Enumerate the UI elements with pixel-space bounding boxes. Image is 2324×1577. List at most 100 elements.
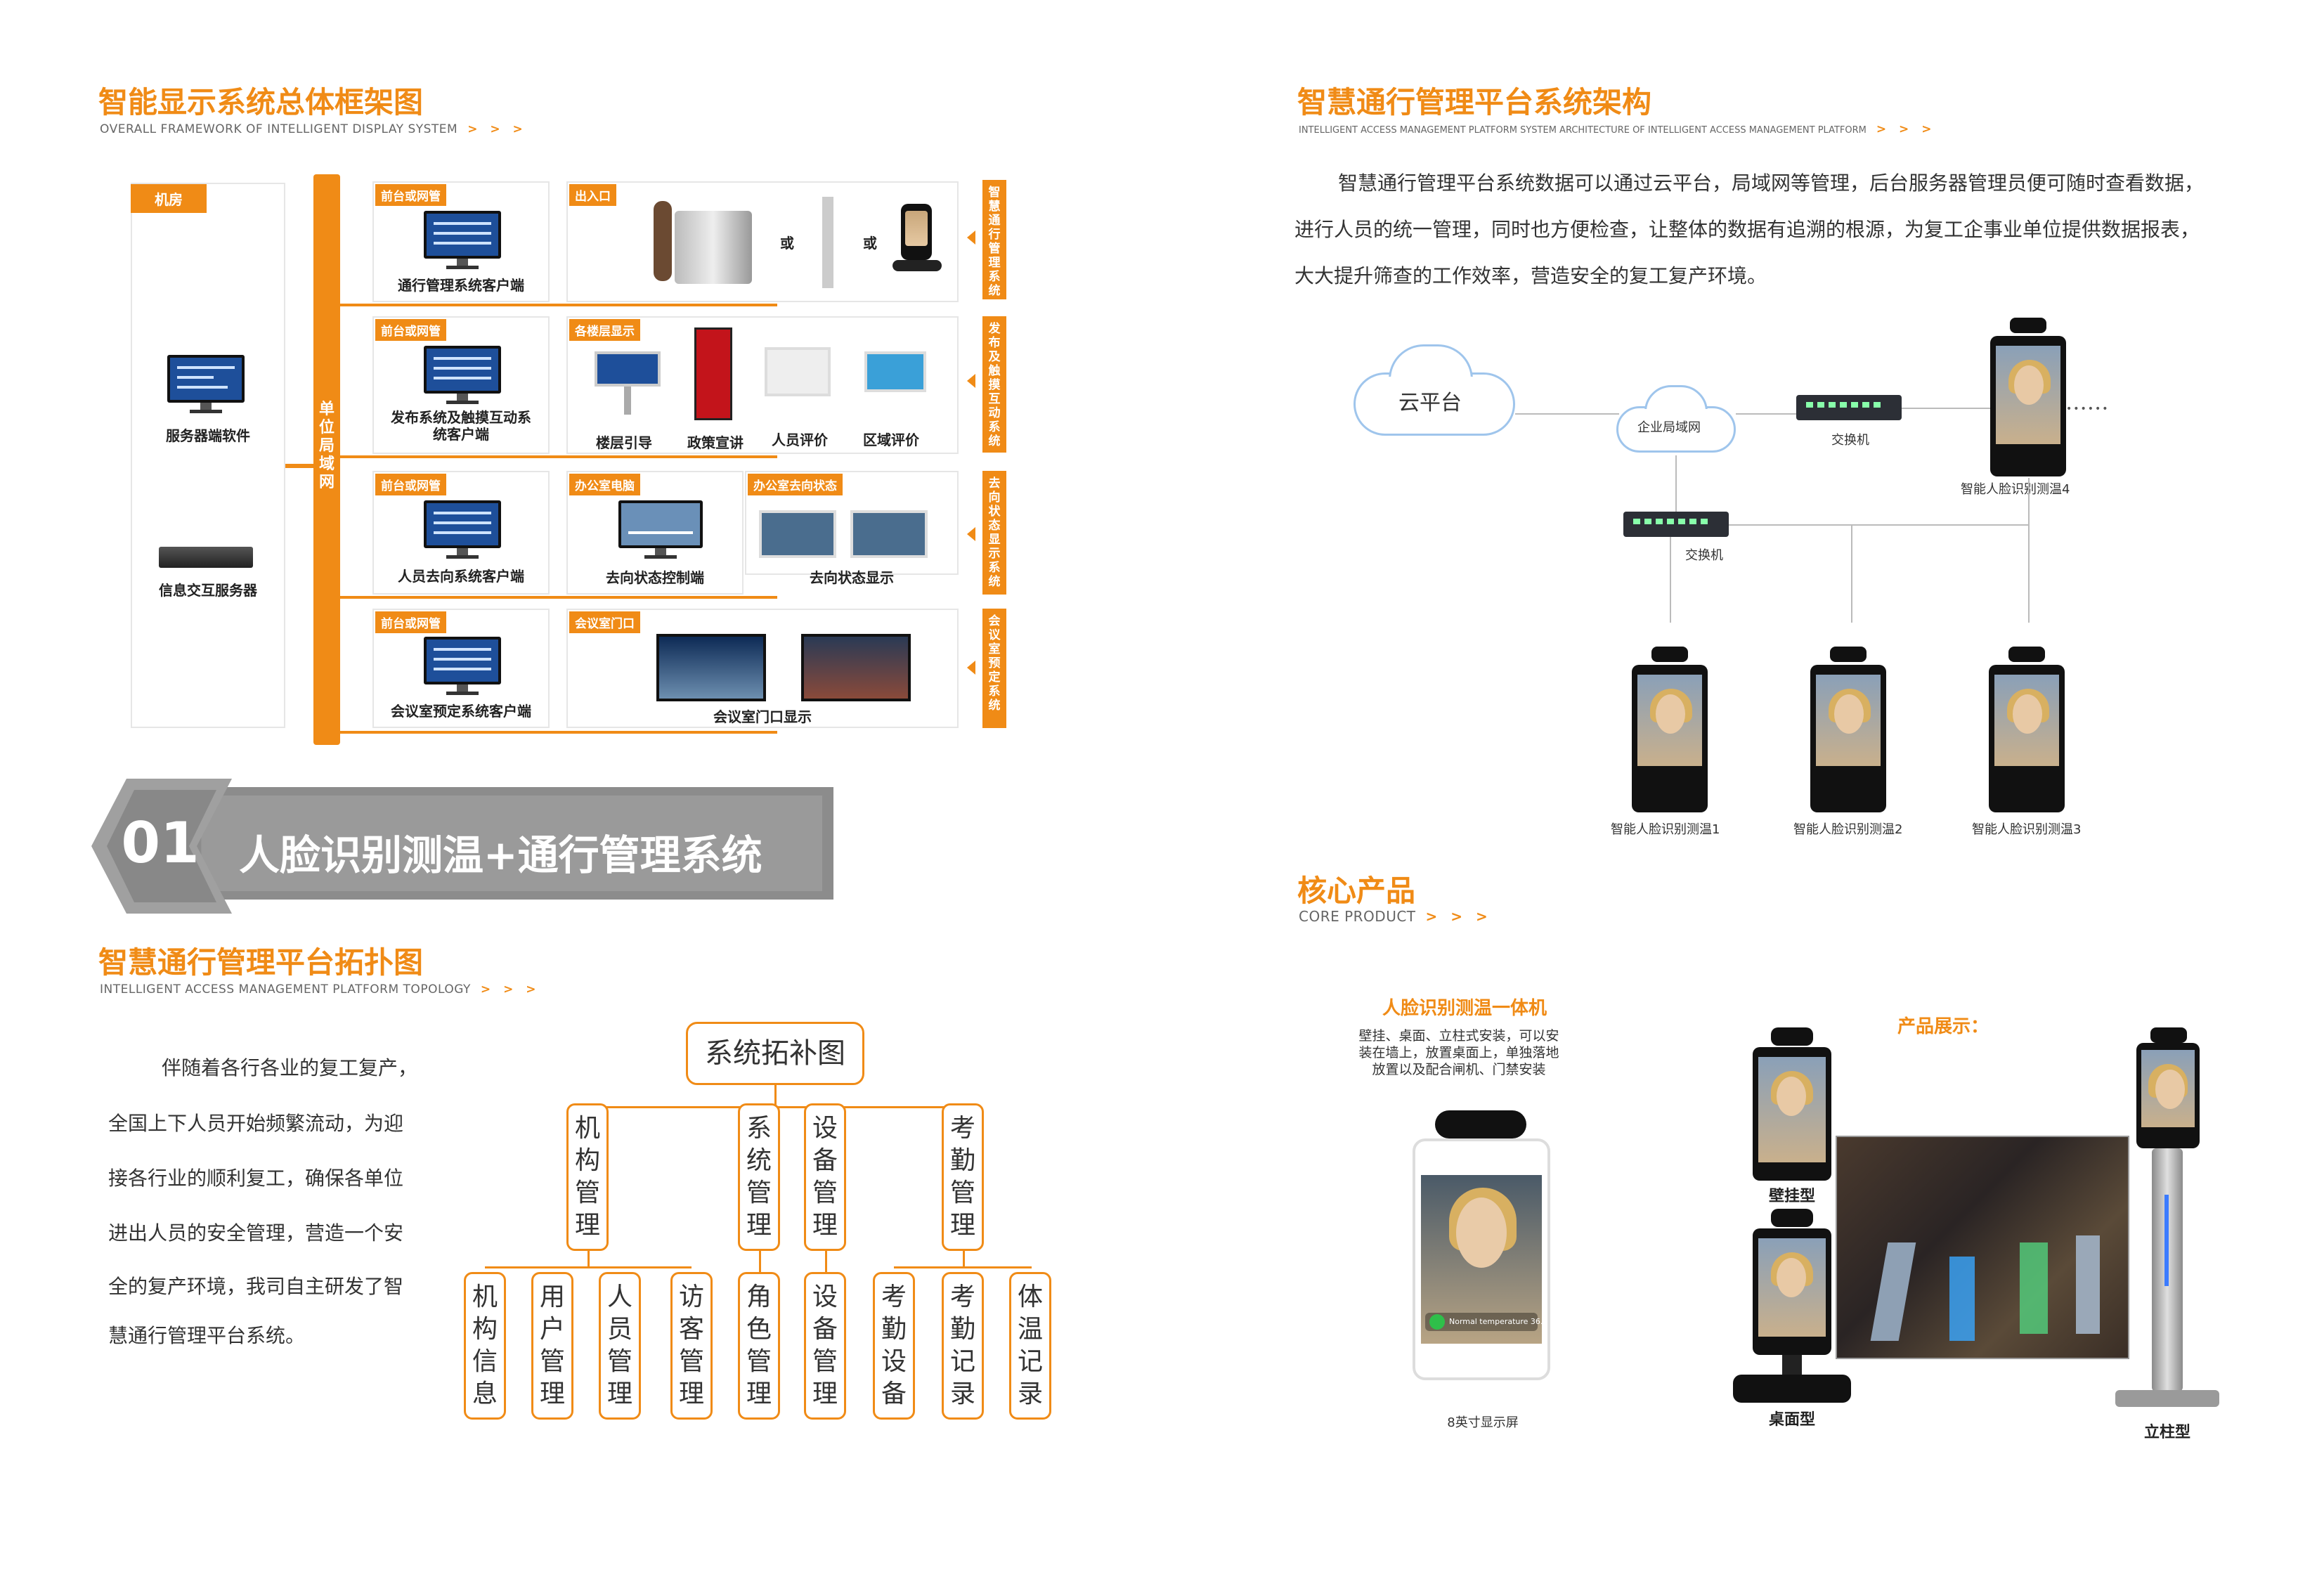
connector <box>1515 413 1619 415</box>
policy-label: 政策宣讲 <box>687 434 744 451</box>
node-role-management: 角色管理 <box>738 1272 780 1420</box>
status-screen-icon <box>850 510 928 558</box>
connector <box>2028 524 2030 623</box>
switch1-label: 交换机 <box>1831 433 1869 448</box>
office-monitor-icon <box>618 500 703 561</box>
banner-number: 01 <box>121 810 200 876</box>
or-label: 或 <box>780 235 794 252</box>
wall-label: 壁挂型 <box>1768 1188 1815 1205</box>
tree-line <box>963 1251 965 1266</box>
server-rack-icon <box>159 547 253 568</box>
node-attendance-management: 考勤管理 <box>942 1103 984 1251</box>
node-visitor-management: 访客管理 <box>670 1272 713 1420</box>
tree-line <box>894 1266 1032 1268</box>
topology-title: 智慧通行管理平台拓扑图 <box>98 945 424 980</box>
lan-label: 单位局域网 <box>318 401 335 491</box>
row1-side-label: 智慧通行管理系统 <box>982 180 1006 299</box>
meeting-screen-icon <box>801 634 911 701</box>
status-display-label: 去向状态显示 <box>810 569 894 586</box>
desk-device-icon <box>901 204 932 260</box>
machine-room-panel <box>131 183 285 728</box>
staff-eval-label: 人员评价 <box>772 431 828 448</box>
more-dots: •••••• <box>2066 403 2110 415</box>
topology-root-node: 系统拓补图 <box>686 1022 864 1085</box>
desk-base <box>1733 1375 1851 1403</box>
framework-subtitle: OVERALL FRAMEWORK OF INTELLIGENT DISPLAY… <box>100 122 527 136</box>
row2-right-tag: 各楼层显示 <box>569 319 640 341</box>
desk-device <box>1753 1228 1831 1355</box>
architecture-paragraph: 智慧通行管理平台系统数据可以通过云平台，局域网等管理，后台服务器管理员便可随时查… <box>1294 171 2205 287</box>
face-device-1 <box>1632 647 1708 812</box>
camera-icon <box>2150 1027 2187 1043</box>
server-software-monitor-icon <box>167 355 245 415</box>
tree-line <box>774 1085 777 1106</box>
desk-neck <box>1782 1355 1802 1376</box>
row4-right-tag: 会议室门口 <box>569 611 640 633</box>
architecture-title: 智慧通行管理平台系统架构 <box>1297 85 1652 119</box>
lan-cloud-icon <box>1616 385 1736 455</box>
tree-line <box>485 1266 692 1268</box>
camera-module-icon <box>1435 1110 1526 1138</box>
row4-side-label: 会议室预定系统 <box>982 609 1006 728</box>
or-label-2: 或 <box>863 235 877 252</box>
node-staff-management: 人员管理 <box>599 1272 641 1420</box>
connector <box>2028 478 2030 524</box>
connector <box>1670 537 1671 623</box>
face-device-3 <box>1989 647 2065 812</box>
row4-tag: 前台或网管 <box>375 611 446 633</box>
screen-display: Normal temperature 36.5 ℃ <box>1421 1175 1559 1344</box>
node-org-management: 机构管理 <box>566 1103 609 1251</box>
row1-right-tag: 出入口 <box>569 184 616 206</box>
node-device-mgmt: 设备管理 <box>804 1272 846 1420</box>
product-title: 人脸识别测温一体机 <box>1382 998 1547 1019</box>
row1-caption: 通行管理系统客户端 <box>398 277 524 294</box>
connector <box>340 731 777 734</box>
node-device-management: 设备管理 <box>804 1103 846 1251</box>
showcase-title: 产品展示： <box>1897 1016 1989 1037</box>
tree-line <box>588 1251 590 1266</box>
topology-subtitle: INTELLIGENT ACCESS MANAGEMENT PLATFORM T… <box>100 982 540 997</box>
stand-device-icon <box>822 197 833 288</box>
lan-label: 企业局域网 <box>1637 420 1701 435</box>
lan-bar <box>313 174 340 745</box>
node-attendance-record: 考勤记录 <box>942 1272 984 1420</box>
camera-icon <box>1771 1027 1813 1046</box>
connector <box>340 596 777 599</box>
arrow-icon <box>967 374 975 388</box>
client-monitor-icon <box>424 500 501 561</box>
kiosk-icon <box>595 351 661 387</box>
row3-right-tag: 办公室电脑 <box>569 474 640 495</box>
gate-installation-photo <box>1836 1136 2129 1359</box>
client-monitor-icon <box>424 346 501 406</box>
face-device-2 <box>1810 647 1886 812</box>
architecture-subtitle: INTELLIGENT ACCESS MANAGEMENT PLATFORM S… <box>1299 122 1936 136</box>
area-display-icon <box>864 351 926 392</box>
row2-caption: 发布系统及触摸互动系统客户端 <box>391 409 531 443</box>
banner-bar <box>201 796 822 891</box>
connector <box>1729 524 2030 526</box>
server-software-label: 服务器端软件 <box>166 427 250 444</box>
product-desc: 壁挂、桌面、立柱式安装，可以安 装在墙上，放置桌面上，单独落地 放置以及配合闸机… <box>1358 1028 1559 1077</box>
connector <box>1851 524 1852 623</box>
row3-right-tag2: 办公室去向状态 <box>748 474 843 495</box>
tablet-display-icon <box>765 347 831 396</box>
stand-base <box>2115 1390 2219 1407</box>
arrow-icon <box>967 661 975 675</box>
cloud-label: 云平台 <box>1398 391 1462 415</box>
turnstile-icon <box>675 211 752 284</box>
row4-caption: 会议室预定系统客户端 <box>391 703 531 720</box>
connector <box>340 304 777 306</box>
stand-device <box>2136 1043 2200 1148</box>
switch2-label: 交换机 <box>1685 548 1723 563</box>
node-attendance-device: 考勤设备 <box>873 1272 915 1420</box>
floor-guide-label: 楼层引导 <box>596 434 652 451</box>
framework-title: 智能显示系统总体框架图 <box>98 85 424 119</box>
meeting-door-label: 会议室门口显示 <box>713 708 812 725</box>
desk-label: 桌面型 <box>1768 1411 1815 1429</box>
info-server-label: 信息交互服务器 <box>159 582 257 599</box>
node-temperature-record: 体温记录 <box>1009 1272 1051 1420</box>
node-user-management: 用户管理 <box>531 1272 573 1420</box>
connector <box>1902 408 1992 409</box>
kiosk-pole <box>624 387 631 415</box>
row2-tag: 前台或网管 <box>375 319 446 341</box>
